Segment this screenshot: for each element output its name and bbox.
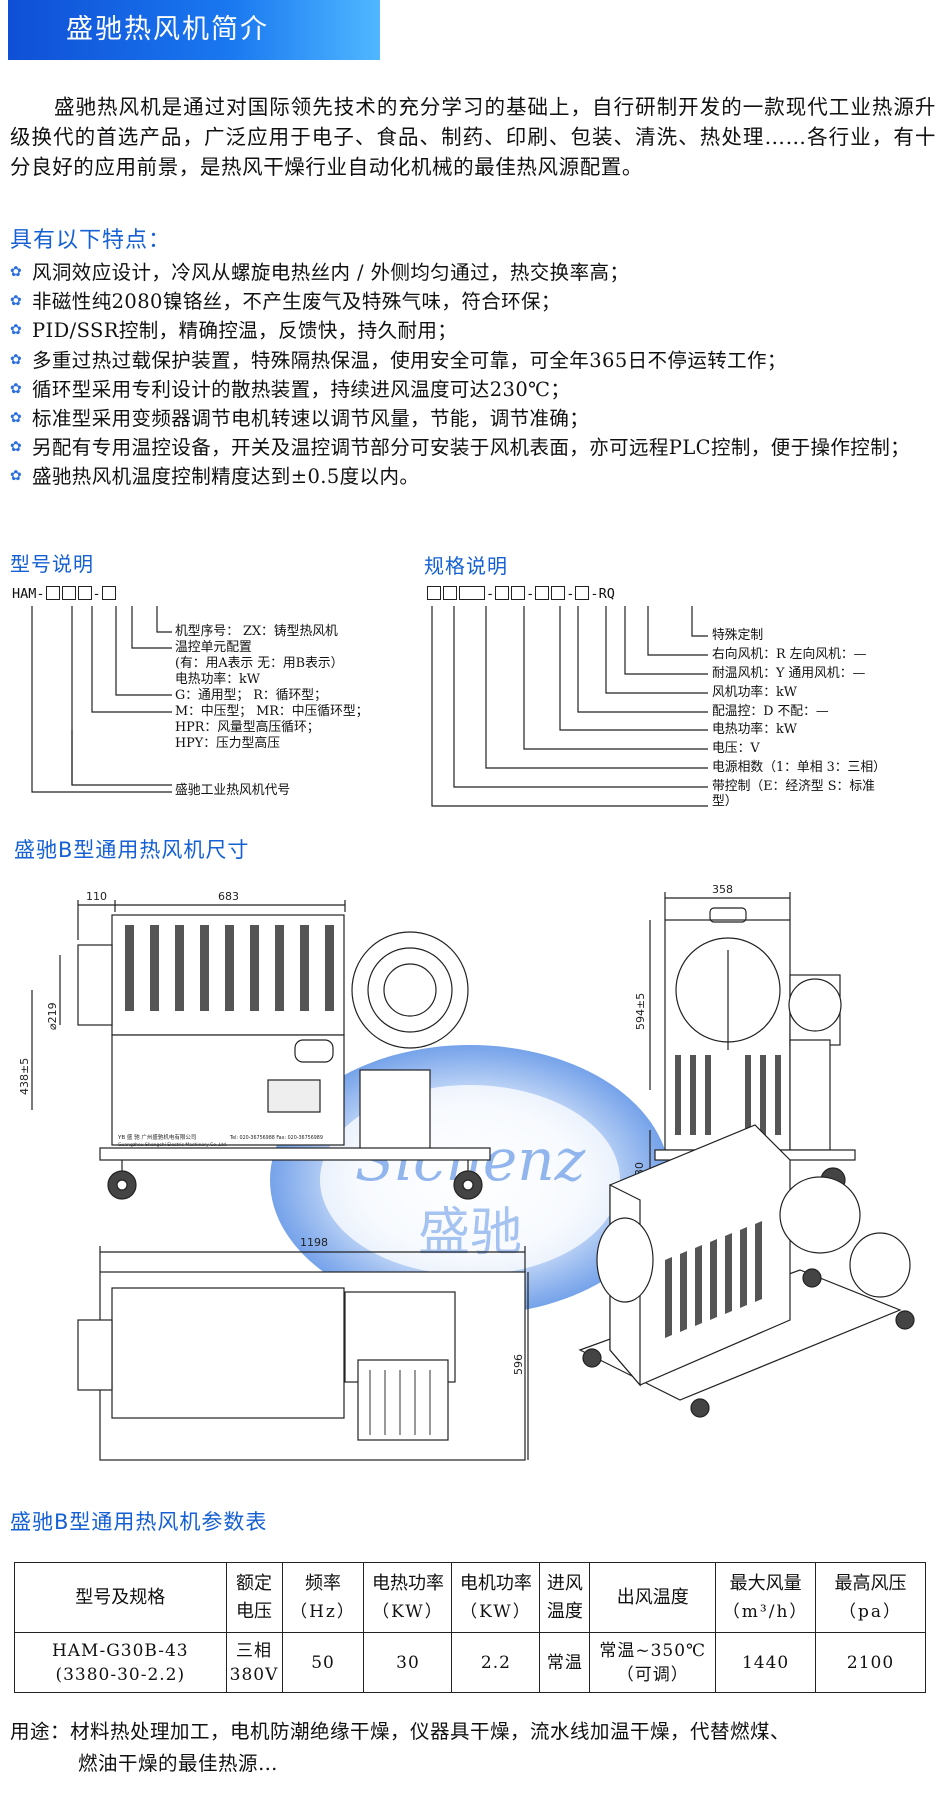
svg-text:⌀219: ⌀219 — [46, 1002, 59, 1030]
code-box — [495, 586, 510, 600]
header-cell: 最高风压（pa） — [815, 1562, 926, 1633]
header-cell: 进风温度 — [539, 1562, 591, 1633]
svg-text:Tel: 020-36756988 Fax: 020-36: Tel: 020-36756988 Fax: 020-36756989 — [229, 1135, 323, 1141]
svg-text:683: 683 — [218, 890, 239, 903]
header-cell: 电热功率（KW） — [363, 1562, 453, 1633]
feature-item: ✿多重过热过载保护装置，特殊隔热保温，使用安全可靠，可全年365日不停运转工作； — [10, 346, 940, 375]
header-cell: 电机功率（KW） — [451, 1562, 541, 1633]
header-cell: 出风温度 — [589, 1562, 717, 1633]
code-box — [443, 586, 457, 600]
code-box — [551, 586, 566, 600]
bullet-icon: ✿ — [10, 322, 23, 339]
table-cell: 2100 — [815, 1632, 926, 1693]
svg-text:594±5: 594±5 — [634, 993, 647, 1030]
code-box — [77, 586, 92, 600]
code-box — [61, 586, 76, 600]
table-cell: 2.2 — [451, 1632, 541, 1693]
code-box — [459, 586, 485, 600]
model-diagram: HAM-- 机型序号： ZX：铸型热风机 温控单元配置 (有：用A表示 无：用B… — [0, 580, 420, 810]
svg-text:596: 596 — [512, 1354, 525, 1375]
bullet-icon: ✿ — [10, 439, 23, 456]
header-cell: 额定电压 — [225, 1562, 283, 1633]
page-title: 盛驰热风机简介 — [8, 0, 380, 60]
front-view-dims: 110 683 ⌀219 438±5 YB 盛 驰 广州盛驰机电有限公司 Gua… — [18, 890, 323, 1148]
drawings-svg: Sicnenz 盛驰 R — [18, 883, 915, 1461]
svg-text:1198: 1198 — [300, 1236, 328, 1249]
feature-item: ✿非磁性纯2080镍铬丝，不产生废气及特殊气味，符合环保； — [10, 287, 940, 316]
model-code: HAM-- — [12, 586, 117, 603]
params-heading: 盛驰B型通用热风机参数表 — [10, 1510, 268, 1534]
spec-leader-lines — [431, 606, 708, 807]
top-view-dims: 1198 596 — [300, 1236, 525, 1375]
table-cell: 常温 — [539, 1632, 591, 1693]
model-heading: 型号说明 — [10, 552, 94, 576]
feature-item: ✿盛驰热风机温度控制精度达到±0.5度以内。 — [10, 462, 940, 491]
svg-text:Guangzhou Shengchi Electric Ma: Guangzhou Shengchi Electric Machinery Co… — [118, 1142, 227, 1148]
side-view — [649, 892, 856, 1193]
watermark-cn: 盛驰 — [418, 1203, 522, 1263]
bullet-icon: ✿ — [10, 410, 23, 427]
feature-item: ✿风洞效应设计，冷风从螺旋电热丝内 / 外侧均匀通过，热交换率高； — [10, 258, 940, 287]
svg-text:358: 358 — [712, 883, 733, 896]
svg-text:110: 110 — [86, 890, 107, 903]
code-box — [575, 586, 590, 600]
header-cell: 型号及规格 — [14, 1562, 227, 1633]
feature-item: ✿标准型采用变频器调节电机转速以调节风量，节能，调节准确； — [10, 404, 940, 433]
params-table: 型号及规格 额定电压 频率（Hz） 电热功率（KW） 电机功率（KW） 进风温度… — [14, 1562, 926, 1693]
dimension-drawings: Sicnenz 盛驰 R — [0, 880, 950, 1480]
table-cell: 30 — [363, 1632, 453, 1693]
spec-code: ----RQ — [426, 586, 615, 603]
table-cell: 1440 — [715, 1632, 817, 1693]
table-cell: 常温~350℃（可调） — [589, 1632, 717, 1693]
table-header-row: 型号及规格 额定电压 频率（Hz） 电热功率（KW） 电机功率（KW） 进风温度… — [14, 1562, 926, 1633]
code-box — [427, 586, 441, 600]
code-box — [535, 586, 550, 600]
bullet-icon: ✿ — [10, 293, 23, 310]
iso-view — [578, 1124, 915, 1418]
features-list: ✿风洞效应设计，冷风从螺旋电热丝内 / 外侧均匀通过，热交换率高； ✿非磁性纯2… — [10, 258, 940, 492]
spec-heading: 规格说明 — [424, 554, 508, 578]
spec-diagram: ----RQ 特殊定制 右向风机：R 左向风机：— 耐温风机：Y 通用风机：— … — [420, 580, 940, 820]
features-heading: 具有以下特点： — [10, 228, 172, 253]
top-view — [77, 1246, 529, 1461]
code-box — [45, 586, 60, 600]
dimensions-heading: 盛驰B型通用热风机尺寸 — [14, 838, 250, 862]
svg-text:438±5: 438±5 — [18, 1058, 31, 1095]
code-box — [101, 586, 116, 600]
svg-text:YB 盛 驰 广州盛驰机电有限公司: YB 盛 驰 广州盛驰机电有限公司 — [117, 1133, 196, 1141]
feature-item: ✿PID/SSR控制，精确控温，反馈快，持久耐用； — [10, 316, 940, 345]
header-cell: 最大风量（m³/h） — [715, 1562, 817, 1633]
bullet-icon: ✿ — [10, 380, 23, 397]
bullet-icon: ✿ — [10, 468, 23, 485]
feature-item: ✿循环型采用专利设计的散热装置，持续进风温度可达230℃； — [10, 375, 940, 404]
bullet-icon: ✿ — [10, 264, 23, 280]
header-cell: 频率（Hz） — [281, 1562, 365, 1633]
usage-text: 用途：材料热处理加工，电机防潮绝缘干燥，仪器具干燥，流水线加温干燥，代替燃煤、 … — [10, 1720, 791, 1775]
model-leader-lines — [31, 606, 172, 793]
front-view — [31, 900, 491, 1200]
feature-item: ✿另配有专用温控设备，开关及温控调节部分可安装于风机表面，亦可远程PLC控制，便… — [10, 433, 940, 462]
code-box — [511, 586, 526, 600]
table-cell: 50 — [281, 1632, 365, 1693]
bullet-icon: ✿ — [10, 351, 23, 368]
intro-paragraph: 盛驰热风机是通过对国际领先技术的充分学习的基础上，自行研制开发的一款现代工业热源… — [10, 95, 936, 179]
table-cell: HAM-G30B-43(3380-30-2.2) — [14, 1632, 227, 1693]
